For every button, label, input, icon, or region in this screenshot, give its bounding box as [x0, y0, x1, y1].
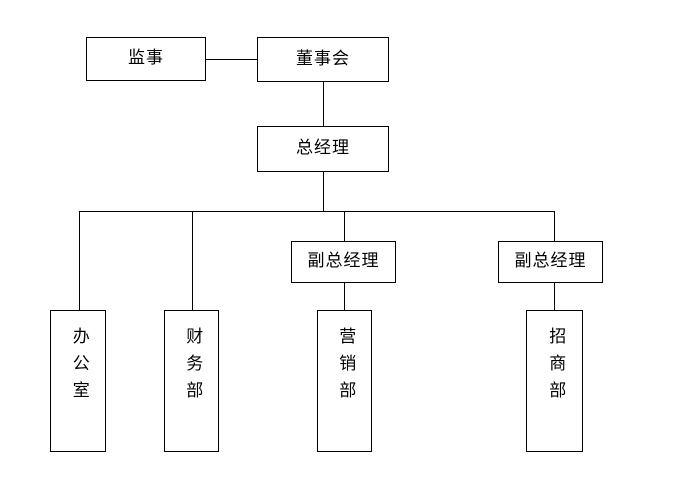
node-label-supervisor: 监事: [128, 48, 164, 69]
node-deputy-manager-1[interactable]: 副总经理: [291, 241, 396, 283]
node-general-manager[interactable]: 总经理: [257, 126, 389, 172]
node-marketing-department[interactable]: 营销部: [317, 310, 372, 452]
connector-bus-to-deputy-2: [554, 211, 555, 241]
node-label-board: 董事会: [296, 48, 350, 69]
node-office[interactable]: 办公室: [50, 310, 106, 452]
connector-deputy-2-to-investment: [554, 283, 555, 310]
node-supervisor[interactable]: 监事: [86, 37, 206, 81]
node-board[interactable]: 董事会: [257, 37, 389, 82]
connector-bus-to-deputy-1: [344, 211, 345, 241]
node-label-marketing-department: 营销部: [335, 327, 356, 408]
node-label-office: 办公室: [68, 327, 89, 408]
node-deputy-manager-2[interactable]: 副总经理: [498, 241, 603, 283]
node-label-investment-department: 招商部: [545, 327, 566, 408]
connector-bus-to-office: [79, 211, 80, 310]
connector-main-bus: [79, 211, 554, 212]
node-label-finance-department: 财务部: [182, 327, 203, 408]
connector-bus-to-finance: [192, 211, 193, 310]
node-label-general-manager: 总经理: [296, 138, 350, 159]
connector-gm-to-bus: [323, 172, 324, 211]
node-investment-department[interactable]: 招商部: [526, 310, 583, 452]
node-finance-department[interactable]: 财务部: [164, 310, 219, 452]
connector-supervisor-to-board: [206, 59, 257, 60]
node-label-deputy-manager-2: 副总经理: [514, 251, 587, 272]
connector-board-to-gm: [323, 82, 324, 126]
connector-deputy-1-to-marketing: [344, 283, 345, 310]
node-label-deputy-manager-1: 副总经理: [307, 251, 380, 272]
